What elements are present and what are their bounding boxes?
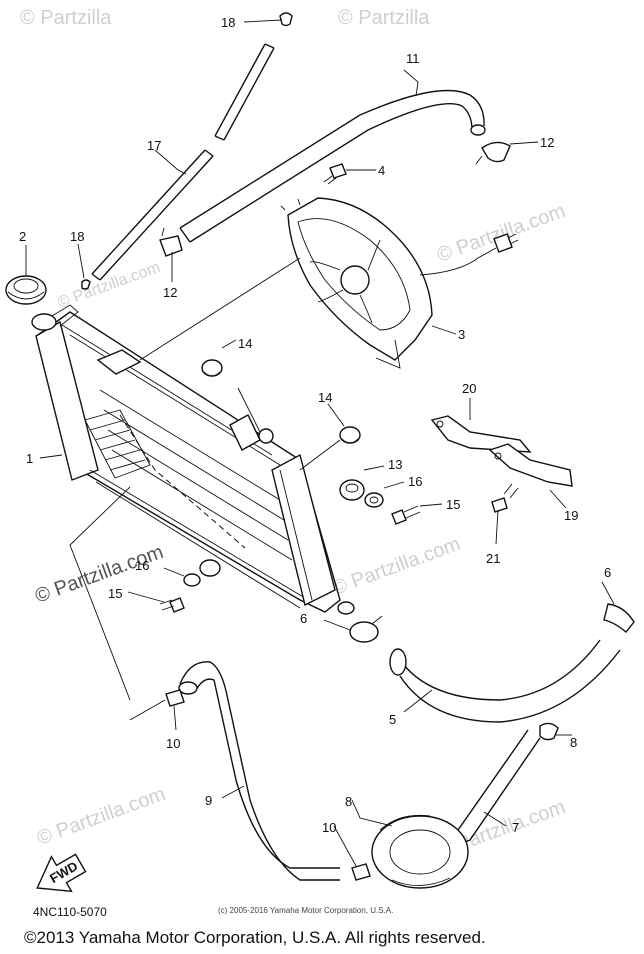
clamp-12-left xyxy=(159,227,183,257)
callout-12: 12 xyxy=(163,285,177,300)
callout-8: 8 xyxy=(570,735,577,750)
callout-14: 14 xyxy=(238,336,252,351)
bolt-15-left xyxy=(159,597,185,613)
clamp-8-right xyxy=(539,722,559,741)
callout-6: 6 xyxy=(604,565,611,580)
callout-4: 4 xyxy=(378,163,385,178)
callout-6: 6 xyxy=(300,611,307,626)
callout-16: 16 xyxy=(408,474,422,489)
callout-8: 8 xyxy=(345,794,352,809)
callout-11: 11 xyxy=(406,51,420,66)
callout-14: 14 xyxy=(318,390,332,405)
callout-10: 10 xyxy=(166,736,180,751)
watermark-bottom-left: © Partzilla.com xyxy=(34,783,168,850)
small-copyright: (c) 2005-2016 Yamaha Motor Corporation, … xyxy=(218,906,394,915)
clamp-18-top xyxy=(279,12,293,27)
watermark-left: © Partzilla.com xyxy=(32,541,166,608)
callout-13: 13 xyxy=(388,457,402,472)
radiator-cap-2 xyxy=(5,275,47,305)
radiator-1 xyxy=(31,304,355,615)
hose-5 xyxy=(389,639,621,723)
hose-17 xyxy=(91,43,275,281)
callout-7: 7 xyxy=(512,820,519,835)
bolt-15-right xyxy=(391,505,421,525)
collar-16-right xyxy=(364,492,384,508)
clamp-6-left xyxy=(349,615,383,643)
callout-20: 20 xyxy=(462,381,476,396)
callout-1: 1 xyxy=(26,451,33,466)
leader-10-bracket xyxy=(69,486,131,701)
callout-16: 16 xyxy=(135,558,149,573)
clamp-18-left xyxy=(81,279,91,290)
grommet-13-lower xyxy=(199,559,221,577)
callout-15: 15 xyxy=(108,586,122,601)
grommet-14-lower xyxy=(339,426,361,444)
hose-11 xyxy=(179,89,486,243)
bracket-19 xyxy=(488,443,573,487)
bolt-21 xyxy=(491,483,519,513)
grommet-14-upper xyxy=(201,359,223,377)
watermark-radiator: © Partzilla.com xyxy=(56,259,163,312)
fitting-10-lower xyxy=(351,863,371,881)
collar-16-left xyxy=(183,573,201,587)
callout-12: 12 xyxy=(540,135,554,150)
leader-lines xyxy=(25,19,615,867)
water-pump xyxy=(371,814,469,889)
hose-9 xyxy=(178,661,340,881)
bolt-4 xyxy=(323,163,347,185)
watermark-top-right: © Partzilla xyxy=(338,7,430,29)
diagram-code: 4NC110-5070 xyxy=(33,905,107,919)
watermark-top-left: © Partzilla xyxy=(20,7,112,29)
callout-3: 3 xyxy=(458,327,465,342)
footer-copyright: ©2013 Yamaha Motor Corporation, U.S.A. A… xyxy=(24,928,486,947)
fan-assembly-3 xyxy=(280,197,519,369)
callout-15: 15 xyxy=(446,497,460,512)
callout-21: 21 xyxy=(486,551,500,566)
watermark-center: © Partzilla.com xyxy=(329,533,463,600)
indicator-dash xyxy=(119,414,246,549)
callout-2: 2 xyxy=(19,229,26,244)
watermark-mid-right: © Partzilla.com xyxy=(434,200,568,267)
clamp-6-right xyxy=(603,603,635,633)
bracket-20 xyxy=(430,415,532,453)
callout-18: 18 xyxy=(221,15,235,30)
callout-5: 5 xyxy=(389,712,396,727)
callout-18: 18 xyxy=(70,229,84,244)
callout-17: 17 xyxy=(147,138,161,153)
callout-19: 19 xyxy=(564,508,578,523)
fwd-arrow-icon: FWD xyxy=(36,853,87,893)
clamp-12-upper xyxy=(475,141,511,165)
grommet-13 xyxy=(339,479,365,501)
fitting-10-upper xyxy=(165,689,185,707)
callout-10: 10 xyxy=(322,820,336,835)
callout-9: 9 xyxy=(205,793,212,808)
